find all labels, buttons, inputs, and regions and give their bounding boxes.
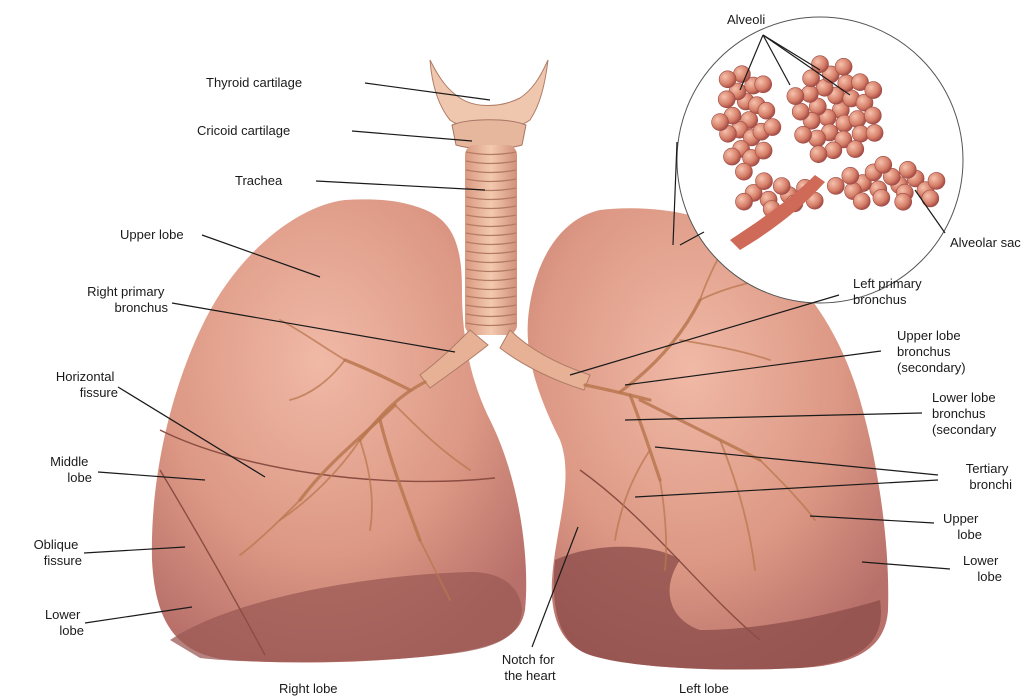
alveolus: [792, 103, 809, 120]
label-tertiary-bronchi-1: Tertiary: [966, 461, 1009, 476]
alveolus: [795, 126, 812, 143]
label-horizontal-fissure-2: fissure: [80, 385, 118, 400]
label-notch-for-heart-2: the heart: [504, 668, 556, 683]
alveolus: [736, 193, 753, 210]
label-left-lobe: Left lobe: [679, 681, 729, 696]
alveolus: [849, 111, 866, 128]
label-alveoli: Alveoli: [727, 12, 765, 27]
alveolus: [755, 142, 772, 159]
alveolus: [847, 141, 864, 158]
alveolus: [928, 172, 945, 189]
label-notch-for-heart: Notch for the heart: [502, 652, 558, 683]
label-middle-lobe-1: Middle: [50, 454, 88, 469]
label-upper-lobe-right: Upper lobe: [120, 227, 184, 242]
label-tertiary-bronchi-2: bronchi: [969, 477, 1012, 492]
alveolus: [899, 161, 916, 178]
label-lower-lobe-bronchus-3: (secondary: [932, 422, 997, 437]
label-trachea: Trachea: [235, 173, 283, 188]
label-lower-lobe-right-2: lobe: [59, 623, 84, 638]
label-lower-lobe-bronchus-2: bronchus: [932, 406, 986, 421]
alveolus: [835, 58, 852, 75]
label-lower-lobe-left: Lower lobe: [963, 553, 1002, 584]
label-oblique-fissure-1: Oblique: [34, 537, 79, 552]
cricoid-cartilage-shape: [452, 120, 526, 149]
label-left-primary-bronchus-2: bronchus: [853, 292, 907, 307]
label-right-primary-bronchus: Right primary bronchus: [87, 284, 168, 315]
alveolus: [865, 82, 882, 99]
label-middle-lobe-2: lobe: [67, 470, 92, 485]
label-oblique-fissure: Oblique fissure: [34, 537, 82, 568]
alveolus: [735, 163, 752, 180]
label-thyroid-cartilage: Thyroid cartilage: [206, 75, 302, 90]
alveolus: [756, 173, 773, 190]
alveolus: [875, 156, 892, 173]
label-tertiary-bronchi: Tertiary bronchi: [966, 461, 1012, 492]
alveolus: [810, 146, 827, 163]
alveolus: [758, 102, 775, 119]
label-upper-lobe-left-1: Upper: [943, 511, 979, 526]
label-alveolar-sac: Alveolar sac: [950, 235, 1021, 250]
label-lower-lobe-right: Lower lobe: [45, 607, 84, 638]
label-upper-lobe-bronchus: Upper lobe bronchus (secondary): [897, 328, 966, 375]
alveolus: [853, 193, 870, 210]
label-lower-lobe-left-2: lobe: [977, 569, 1002, 584]
alveolus: [866, 124, 883, 141]
label-lower-lobe-bronchus-1: Lower lobe: [932, 390, 996, 405]
alveolus: [787, 88, 804, 105]
label-lower-lobe-right-1: Lower: [45, 607, 81, 622]
alveolus: [712, 114, 729, 131]
label-upper-lobe-left: Upper lobe: [943, 511, 982, 542]
alveolus: [895, 193, 912, 210]
alveolus: [724, 148, 741, 165]
alveolus: [719, 71, 736, 88]
label-upper-lobe-bronchus-2: bronchus: [897, 344, 951, 359]
alveolus: [864, 107, 881, 124]
alveolus: [718, 91, 735, 108]
label-horizontal-fissure-1: Horizontal: [56, 369, 115, 384]
label-cricoid-cartilage: Cricoid cartilage: [197, 123, 290, 138]
label-lower-lobe-bronchus: Lower lobe bronchus (secondary: [932, 390, 999, 437]
label-right-primary-bronchus-2: bronchus: [115, 300, 169, 315]
label-right-lobe: Right lobe: [279, 681, 338, 696]
alveolus: [842, 167, 859, 184]
label-right-primary-bronchus-1: Right primary: [87, 284, 165, 299]
label-middle-lobe: Middle lobe: [50, 454, 92, 485]
alveolus: [873, 189, 890, 206]
label-upper-lobe-bronchus-3: (secondary): [897, 360, 966, 375]
label-upper-lobe-bronchus-1: Upper lobe: [897, 328, 961, 343]
alveolus: [827, 177, 844, 194]
label-oblique-fissure-2: fissure: [44, 553, 82, 568]
label-upper-lobe-left-2: lobe: [957, 527, 982, 542]
alveolus: [773, 178, 790, 195]
label-horizontal-fissure: Horizontal fissure: [56, 369, 118, 400]
label-notch-for-heart-1: Notch for: [502, 652, 555, 667]
label-lower-lobe-left-1: Lower: [963, 553, 999, 568]
label-left-primary-bronchus: Left primary bronchus: [853, 276, 925, 307]
label-left-primary-bronchus-1: Left primary: [853, 276, 922, 291]
alveolus: [764, 119, 781, 136]
alveolus: [825, 142, 842, 159]
alveolus: [755, 76, 772, 93]
